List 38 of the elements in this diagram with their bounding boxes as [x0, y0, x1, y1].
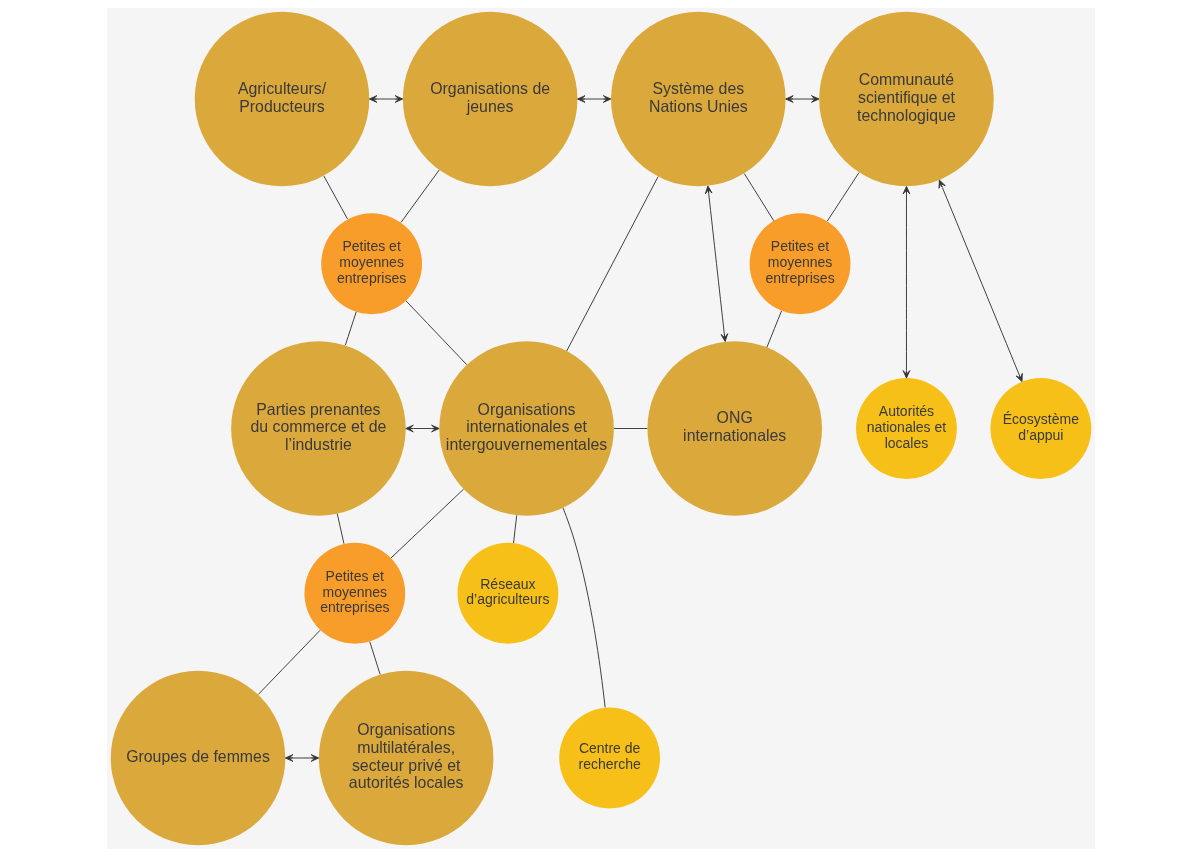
connector — [369, 641, 381, 675]
connector — [344, 311, 357, 346]
node-circle: Parties prenantes du commerce et de l’industrie — [231, 341, 406, 516]
node-circle: Petites et moyennes entreprises — [749, 213, 851, 315]
connector — [766, 310, 782, 348]
node-circle: Écosystème d’appui — [990, 378, 1092, 479]
connector — [613, 428, 648, 429]
connector — [566, 176, 659, 352]
arrow — [405, 424, 440, 433]
node-circle: ONG internationales — [647, 341, 822, 516]
connector — [405, 300, 468, 366]
node-circle: Organisations internationales et intergouvernementales — [439, 341, 614, 516]
node-circle: Agriculteurs/ Producteurs — [194, 11, 370, 187]
arrow — [704, 185, 729, 342]
connector — [743, 173, 775, 222]
arrow — [368, 95, 404, 103]
node-circle: Groupes de femmes — [110, 670, 286, 846]
connector — [400, 169, 440, 223]
connector — [257, 629, 321, 695]
connector — [323, 175, 348, 220]
node-circle: Système des Nations Unies — [611, 11, 786, 187]
arrow — [284, 754, 320, 762]
node-circle: Organisations multilatérales, secteur privé et autorités locales — [318, 670, 494, 846]
node-circle: Autorités nationales et locales — [856, 378, 957, 479]
arrow — [785, 95, 820, 103]
node-circle: Petites et moyennes entreprises — [321, 213, 422, 315]
arrow — [938, 179, 1023, 383]
arrow — [577, 95, 612, 103]
connector — [336, 513, 345, 545]
arrow — [902, 186, 911, 379]
node-circle: Organisations de jeunes — [402, 11, 578, 187]
node-circle: Réseaux d’agriculteurs — [457, 542, 559, 644]
node-circle: Petites et moyennes entreprises — [304, 542, 406, 644]
connector — [826, 172, 860, 222]
node-circle: Centre de recherche — [559, 707, 661, 809]
connector — [562, 507, 606, 708]
connector — [390, 488, 465, 559]
connector — [513, 514, 518, 544]
